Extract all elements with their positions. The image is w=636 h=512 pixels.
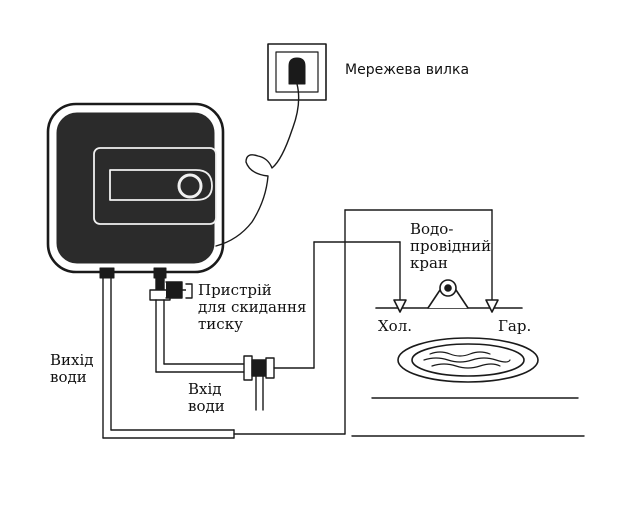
water-tap-icon — [375, 279, 523, 313]
water-heater-tank — [46, 102, 225, 279]
pressure-relief-valve-icon — [149, 277, 193, 301]
power-plug-label: Мережева вилка — [345, 62, 470, 78]
water-outlet-label: Вихід води — [50, 351, 94, 386]
cold-label: Хол. — [378, 317, 413, 335]
thermostat-knob-icon — [177, 173, 203, 199]
sink-icon — [397, 337, 539, 383]
hot-label: Гар. — [498, 317, 532, 335]
water-inlet-label: Вхід води — [188, 380, 225, 415]
power-cord — [215, 83, 300, 247]
water-tap-label: Водо- провідний кран — [410, 220, 492, 272]
inlet-valve-icon — [243, 241, 401, 411]
pressure-relief-label: Пристрій для скидання тиску — [198, 281, 307, 333]
inlet-pipe — [155, 299, 245, 373]
wall-socket-icon — [267, 43, 327, 101]
outlet-pipe — [102, 209, 493, 439]
